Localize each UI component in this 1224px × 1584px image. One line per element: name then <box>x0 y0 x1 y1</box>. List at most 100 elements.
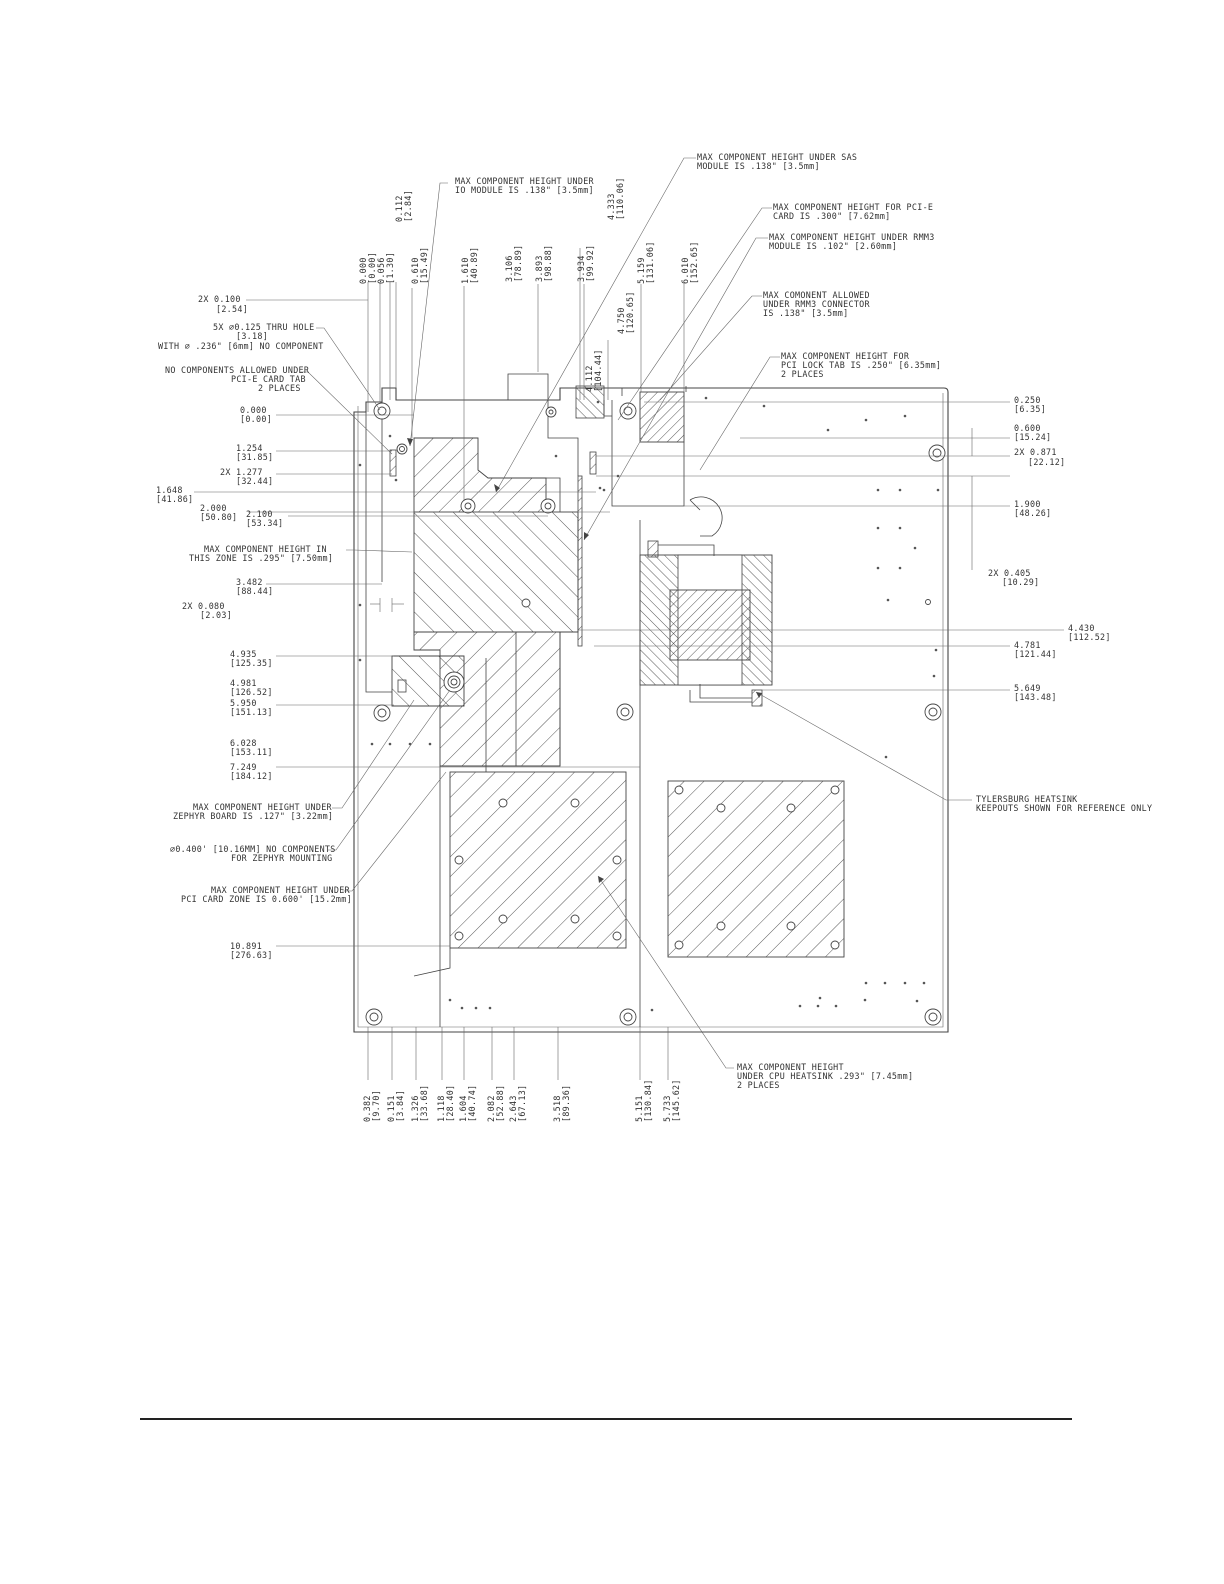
dim-value: 0.250 <box>1014 395 1041 405</box>
dim-value: 7.249 <box>230 762 257 772</box>
dim-value: 2X 0.405 <box>988 568 1031 578</box>
dim-metric: [145.62] <box>671 1079 681 1122</box>
note-io-2: IO MODULE IS .138" [3.5mm] <box>455 185 594 195</box>
dim-metric: [130.84] <box>643 1079 653 1122</box>
dim-metric: [88.44] <box>236 586 273 596</box>
rmm3-module-zone <box>639 391 685 443</box>
io-module-zone <box>413 437 547 513</box>
mounting-hole <box>443 671 465 693</box>
dim-value: 3.893 <box>534 255 544 282</box>
dim-value: 1.610 <box>460 257 470 284</box>
dim-metric: [40.74] <box>467 1085 477 1122</box>
dim-metric: [2.03] <box>200 610 232 620</box>
dim-value: 0.000 <box>240 405 267 415</box>
note-cpu-3: 2 PLACES <box>737 1080 780 1090</box>
via-dots <box>358 396 940 1012</box>
dim-value: 1.604 <box>458 1095 468 1122</box>
dim-value: 1.254 <box>236 443 263 453</box>
cpu-heatsink-zone-right <box>667 780 845 958</box>
dim-value: 2.082 <box>486 1095 496 1122</box>
note-rmm3c-1: MAX COMONENT ALLOWED <box>763 290 870 300</box>
dim-metric: [52.88] <box>495 1085 505 1122</box>
note-pcie-2: CARD IS .300" [7.62mm] <box>773 211 891 221</box>
tylersburg-heatsink <box>639 540 773 707</box>
right-dimensions: 0.250 [6.35] 0.600 [15.24] 2X 0.871 [22.… <box>988 395 1111 702</box>
dim-value: 0.382 <box>362 1095 372 1122</box>
note-sas-1: MAX COMPONENT HEIGHT UNDER SAS <box>697 152 857 162</box>
dim-metric: [32.44] <box>236 476 273 486</box>
note-pci-2: PCI CARD ZONE IS 0.600' [15.2mm] <box>181 894 352 904</box>
dim-value: 1.648 <box>156 485 183 495</box>
note-io-1: MAX COMPONENT HEIGHT UNDER <box>455 176 595 186</box>
dim-metric: [2.84] <box>403 190 413 222</box>
note-pcilock-1: MAX COMPONENT HEIGHT FOR <box>781 351 910 361</box>
dim-value: 5.950 <box>230 698 257 708</box>
note-cpu-2: UNDER CPU HEATSINK .293" [7.45mm] <box>737 1071 913 1081</box>
dim-value: 2.643 <box>508 1095 518 1122</box>
dim-value: 2.000 <box>200 503 227 513</box>
dim-metric: [276.63] <box>230 950 273 960</box>
dim-value: 3.934 <box>576 255 586 282</box>
pcie-tab-right <box>589 451 597 475</box>
mounting-hole <box>460 498 476 514</box>
leader-lines <box>300 157 972 1069</box>
note-hole-1: 5X ∅0.125 THRU HOLE <box>213 322 315 332</box>
dim-value: 0.151 <box>386 1095 396 1122</box>
note-zmount-1: ∅0.400' [10.16MM] NO COMPONENTS <box>170 844 336 854</box>
dim-metric: [15.49] <box>419 247 429 284</box>
note-pcilock-3: 2 PLACES <box>781 369 824 379</box>
dim-metric: [110.06] <box>615 177 625 220</box>
dim-metric: [67.13] <box>517 1085 527 1122</box>
note-hole-2: [3.18] <box>236 331 268 341</box>
note-tab-1: NO COMPONENTS ALLOWED UNDER <box>165 365 310 375</box>
dim-metric: [9.70] <box>371 1090 381 1122</box>
dim-value: 4.112 <box>584 365 594 392</box>
dim-metric: [99.92] <box>585 245 595 282</box>
dim-metric: [125.35] <box>230 658 273 668</box>
note-hole-3: WITH ∅ .236" [6mm] NO COMPONENT <box>158 341 324 351</box>
dim-value: 10.891 <box>230 941 262 951</box>
note-pcilock-2: PCI LOCK TAB IS .250" [6.35mm] <box>781 360 941 370</box>
dim-value: 2X 0.100 <box>198 294 241 304</box>
note-rmm3-2: MODULE IS .102" [2.60mm] <box>769 241 897 251</box>
dim-metric: [41.86] <box>156 494 193 504</box>
mounting-hole <box>619 402 637 420</box>
dim-value: 4.750 <box>616 307 626 334</box>
note-zephyr-1: MAX COMPONENT HEIGHT UNDER <box>193 802 333 812</box>
dim-value: 3.518 <box>552 1095 562 1122</box>
note-rmm3c-2: UNDER RMM3 CONNECTOR <box>763 299 871 309</box>
battery-outline <box>689 496 723 537</box>
pcie-height-zone <box>413 511 579 633</box>
pci-lock-tab-strip <box>577 475 583 647</box>
dim-value: 4.333 <box>606 193 616 220</box>
dim-metric: [131.06] <box>645 241 655 284</box>
dim-value: 1.326 <box>410 1095 420 1122</box>
mounting-hole <box>540 498 556 514</box>
mounting-hole <box>373 402 391 420</box>
mounting-hole <box>396 443 408 455</box>
mounting-hole <box>373 704 391 722</box>
dim-value: 0.056 <box>376 257 386 284</box>
top-dimensions: 0.112 [2.84] 0.000 [0.00] 0.056 [1.30] 0… <box>358 177 699 392</box>
dim-metric: [6.35] <box>1014 404 1046 414</box>
dim-value: 3.106 <box>504 255 514 282</box>
page-footer-rule <box>140 1418 1072 1420</box>
dim-metric: [89.36] <box>561 1085 571 1122</box>
dim-metric: [53.34] <box>246 518 283 528</box>
note-rmm3c-3: IS .138" [3.5mm] <box>763 308 848 318</box>
dim-metric: [143.48] <box>1014 692 1057 702</box>
dim-value: 4.981 <box>230 678 257 688</box>
dim-metric: [78.89] <box>513 245 523 282</box>
note-tab-3: 2 PLACES <box>258 383 301 393</box>
dim-value: 1.118 <box>436 1095 446 1122</box>
note-cpu-1: MAX COMPONENT HEIGHT <box>737 1062 844 1072</box>
dim-metric: [22.12] <box>1028 457 1065 467</box>
dim-metric: [98.88] <box>543 245 553 282</box>
dim-metric: [112.52] <box>1068 632 1111 642</box>
dim-value: 5.649 <box>1014 683 1041 693</box>
cpu-heatsink-zone-left <box>449 771 627 949</box>
mounting-hole <box>616 703 634 721</box>
keepout-zones <box>389 385 845 958</box>
dim-metric: [15.24] <box>1014 432 1051 442</box>
